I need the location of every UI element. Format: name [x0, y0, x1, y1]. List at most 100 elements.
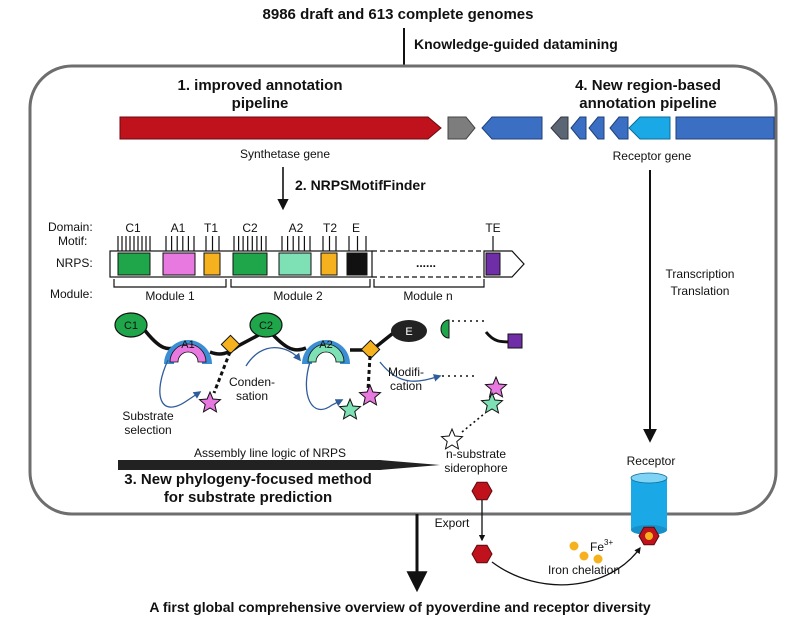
substrate-selection-label-2: selection: [124, 423, 171, 437]
step1-title-line1: 1. improved annotation: [177, 77, 342, 94]
fe-symbol: Fe: [590, 540, 604, 554]
substrate-star-pink-2: [358, 383, 382, 406]
c1-bubble: [114, 312, 148, 338]
c2-domain-block: [232, 252, 268, 276]
siderophore-hex-inside: [471, 481, 493, 501]
module2-bracket: [230, 279, 371, 288]
gene-cluster: [119, 116, 775, 140]
receptor-label: Receptor: [627, 454, 676, 468]
modulen-bracket: [373, 279, 485, 288]
green-cap: [440, 319, 450, 339]
iron-chelation-arrow: [491, 546, 641, 586]
condensation-label-2: sation: [236, 389, 268, 403]
a1-pocket: [169, 343, 207, 363]
domain-c1-label: C1: [125, 221, 141, 235]
synthetase-gene-label: Synthetase gene: [240, 147, 330, 161]
module1-bracket: [113, 279, 227, 288]
motif-row-label: Motif:: [58, 234, 87, 248]
modification-flow-arrow: [379, 361, 442, 382]
domain-a1-label: A1: [171, 221, 186, 235]
fe-label: Fe3+: [590, 538, 613, 554]
c1-domain-block: [117, 252, 151, 276]
receptor-gene-label: Receptor gene: [613, 149, 692, 163]
export-label: Export: [435, 516, 470, 530]
substrate-star-pink-1: [198, 390, 222, 413]
e-bubble: [391, 320, 427, 342]
substrate-selection-label-1: Substrate: [122, 409, 174, 423]
blue-gene-block: [675, 116, 775, 140]
assembly-direction-arrow: [118, 460, 440, 470]
a2-pocket: [307, 343, 345, 363]
a1-pocket-ring: [164, 340, 212, 364]
cell-frame: [28, 64, 778, 516]
iron-chelation-label: Iron chelation: [548, 563, 620, 577]
t2-domain-block: [320, 252, 338, 276]
module-row-label: Module:: [50, 287, 93, 301]
receptor-barrel: [631, 478, 667, 530]
siderophore-star-white: [440, 427, 464, 450]
a2-pocket-ring: [302, 340, 350, 364]
bound-iron-ion: [645, 532, 653, 540]
blue-gene-arrow-4: [609, 116, 629, 140]
nrps-protein-bar: [109, 250, 525, 278]
domain-t1-label: T1: [204, 221, 218, 235]
siderophore-hexagons: [471, 481, 660, 564]
step1-title-line2: pipeline: [232, 95, 289, 112]
a1-bubble-label: A1: [181, 339, 194, 351]
module1-label: Module 1: [145, 289, 195, 303]
assembly-logic-label: Assembly line logic of NRPS: [194, 446, 346, 460]
step4-title-line1: 4. New region-based: [575, 77, 721, 94]
module-brackets: [113, 279, 485, 288]
grey-gene-arrow: [447, 116, 476, 140]
domain-e-label: E: [352, 221, 360, 235]
a2-domain-block: [278, 252, 312, 276]
t1-carrier: [220, 334, 241, 355]
synthetase-gene-arrow: [119, 116, 442, 140]
t1-dashed-link: [212, 351, 232, 394]
domain-row-label: Domain:: [48, 220, 93, 234]
fe-charge: 3+: [604, 538, 613, 547]
blue-gene-arrow-3: [588, 116, 605, 140]
siderophore-label-1: n-substrate: [446, 447, 506, 461]
iron-ion-1: [569, 541, 579, 551]
step4-title-line2: annotation pipeline: [579, 95, 717, 112]
assembly-line: C1 A1 C2 A2 E: [114, 312, 523, 411]
e-bubble-label: E: [405, 326, 412, 338]
substrate-flow-arrow-1: [159, 359, 202, 408]
t1-domain-block: [203, 252, 221, 276]
blue-gene-arrow-1: [481, 116, 543, 140]
t2-dashed-link: [366, 355, 372, 391]
substrate-star-mint-1: [338, 397, 362, 420]
te-domain-cartoon: [507, 333, 523, 349]
substrate-flow-arrow-2: [305, 361, 344, 411]
a1-domain-block: [162, 252, 196, 276]
step3-title-line2: for substrate prediction: [164, 489, 332, 506]
translation-label: Translation: [671, 284, 730, 298]
te-domain-block: [485, 252, 501, 276]
datamining-label: Knowledge-guided datamining: [414, 36, 618, 52]
siderophore-label-2: siderophore: [444, 461, 508, 475]
condensation-flow-arrow: [245, 347, 301, 367]
step2-title: 2. NRPSMotifFinder: [295, 177, 426, 193]
condensation-label-1: Conden-: [229, 375, 275, 389]
module2-label: Module 2: [273, 289, 323, 303]
receptor-barrel-top: [630, 472, 668, 484]
substrate-stars: [198, 375, 508, 450]
modulen-label: Module n: [403, 289, 452, 303]
e-domain-block: [346, 252, 368, 276]
domain-a2-label: A2: [289, 221, 304, 235]
t2-carrier: [360, 339, 381, 360]
product-star-pink: [484, 375, 508, 398]
c2-bubble: [249, 312, 283, 338]
assembly-backbone: [141, 326, 409, 356]
iron-ion-3: [593, 554, 603, 564]
domain-te-label: TE: [485, 221, 500, 235]
blue-gene-arrow-2: [570, 116, 587, 140]
overview-title: A first global comprehensive overview of…: [149, 599, 651, 615]
receptor-gene-arrow: [628, 116, 671, 140]
genomes-title: 8986 draft and 613 complete genomes: [263, 6, 534, 23]
domain-t2-label: T2: [323, 221, 337, 235]
modification-label-1: Modifi-: [388, 365, 424, 379]
domain-c2-label: C2: [242, 221, 258, 235]
c2-bubble-label: C2: [259, 320, 273, 332]
